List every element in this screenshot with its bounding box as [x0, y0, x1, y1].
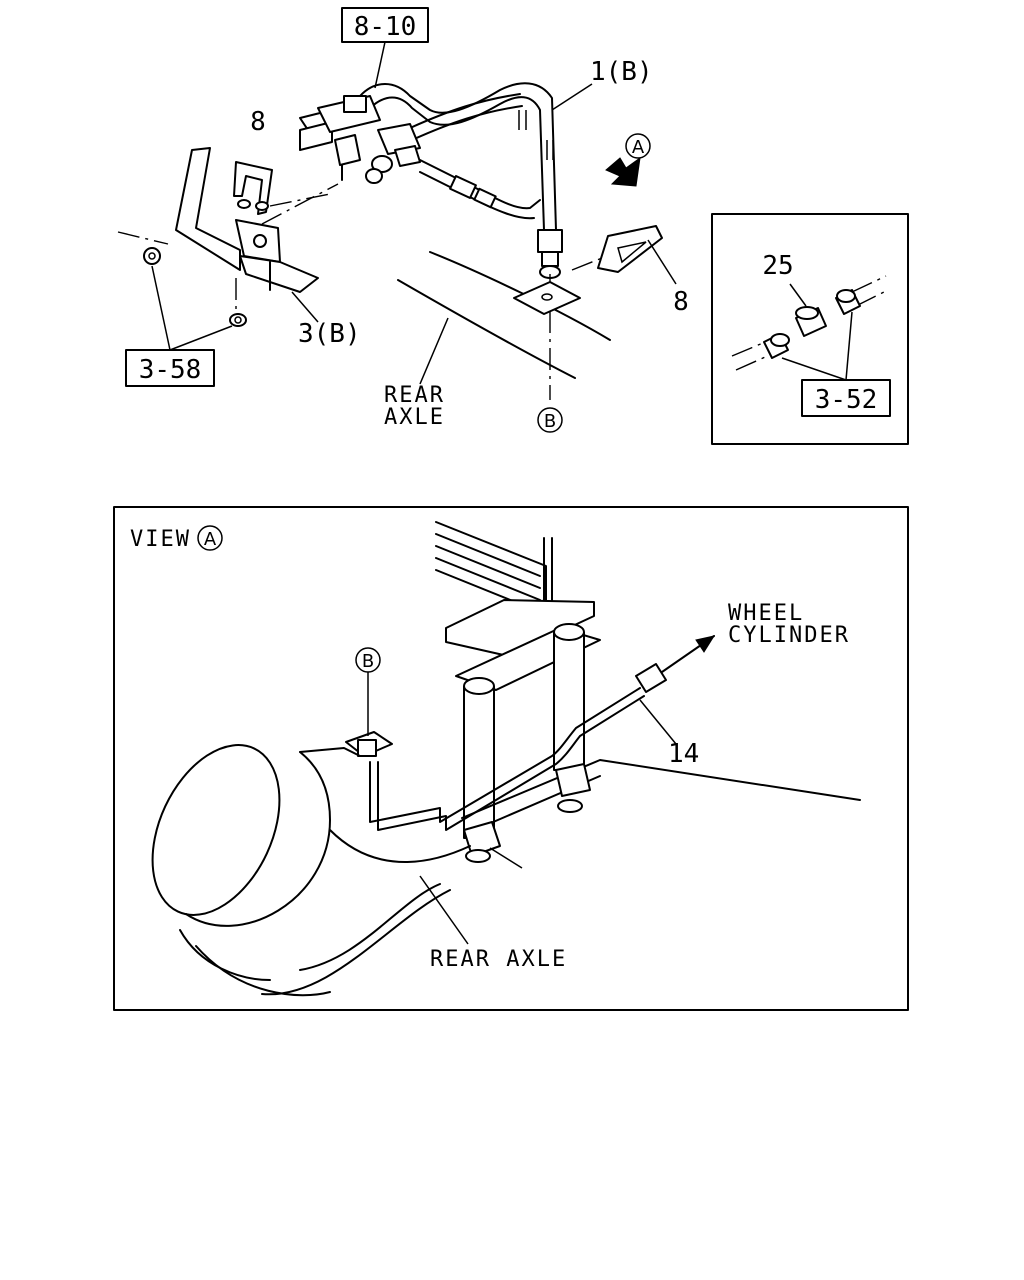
ref-box-3-52[interactable]: 3-52 — [801, 379, 891, 417]
clip-8-upper — [233, 161, 273, 215]
inset-flare-nut-left — [763, 333, 790, 359]
brake-pipe-14 — [369, 663, 667, 831]
detail-inset-frame — [711, 213, 909, 445]
u-bolt-nut-right — [555, 763, 591, 813]
leader-8-right — [647, 239, 677, 285]
lower-clamp-plate — [461, 759, 861, 833]
leader-3b — [291, 291, 319, 323]
bracket-3b — [175, 147, 319, 293]
u-bolt-nut-left — [463, 821, 501, 863]
centerline-nut-left — [117, 231, 169, 245]
inset-union-25 — [795, 306, 827, 337]
rear-axle-housing — [151, 744, 471, 997]
clip-8-right — [597, 225, 663, 273]
label-8-right[interactable]: 8 — [673, 287, 689, 317]
frame-rails — [435, 521, 553, 617]
centerline-bolt — [261, 183, 339, 225]
top-exploded-view: 8-10 1(B) — [117, 7, 689, 433]
label-14[interactable]: 14 — [668, 739, 699, 769]
detail-inset: 25 3-52 — [711, 213, 909, 445]
label-rear-axle-top-1: REAR — [384, 383, 445, 408]
nut-bottom — [229, 313, 247, 327]
marker-b-view-text: B — [362, 651, 374, 672]
rear-axle-outline-top — [397, 251, 611, 379]
view-a-title: VIEW — [130, 527, 191, 552]
label-cylinder: CYLINDER — [728, 623, 850, 648]
marker-b-top[interactable]: B — [537, 407, 563, 433]
leader-3-58-b — [169, 325, 233, 351]
leader-u-bolt-nut — [489, 847, 523, 869]
leader-25 — [789, 283, 807, 307]
view-a-title-marker-text: A — [204, 529, 217, 550]
label-3b[interactable]: 3(B) — [298, 319, 361, 349]
centerline-clip — [269, 193, 331, 207]
leader-rear-axle-view — [419, 875, 469, 945]
leader-rear-axle-top — [419, 317, 449, 385]
ref-3-58-label: 3-58 — [139, 355, 202, 385]
label-8-upper[interactable]: 8 — [250, 107, 266, 137]
leader-8-10 — [374, 41, 386, 89]
leader-3-52-a — [781, 357, 847, 381]
inset-flare-nut-right — [835, 289, 861, 315]
brake-pipe-assembly-1b — [359, 82, 563, 279]
u-bolt-right — [553, 623, 585, 771]
u-bolt-left — [463, 677, 495, 839]
ref-box-8-10[interactable]: 8-10 — [341, 7, 429, 43]
ref-3-52-label: 3-52 — [815, 385, 878, 415]
leader-3-52-b — [845, 311, 853, 381]
label-1b[interactable]: 1(B) — [590, 57, 653, 87]
hose-bracket-b — [345, 731, 393, 757]
wheel-cylinder-arrow-head — [695, 635, 716, 653]
inset-pipe-left-2 — [735, 353, 773, 371]
leader-14 — [639, 699, 677, 745]
ref-8-10-label: 8-10 — [354, 12, 417, 42]
ref-box-3-58[interactable]: 3-58 — [125, 349, 215, 387]
label-rear-axle-top-2: AXLE — [384, 405, 445, 430]
view-a-arrow[interactable]: A — [605, 133, 651, 187]
view-a-marker-text: A — [632, 137, 645, 158]
marker-b-top-text: B — [544, 411, 556, 432]
nut-left — [143, 247, 161, 265]
inset-pipe-right-2 — [855, 289, 889, 307]
view-a-title-marker: A — [197, 525, 223, 551]
label-rear-axle-view: REAR AXLE — [430, 947, 567, 972]
label-wheel: WHEEL — [728, 601, 804, 626]
inset-pipe-left — [731, 339, 771, 357]
leader-3-58-a — [151, 265, 171, 351]
marker-b-view[interactable]: B — [355, 647, 381, 673]
proportioning-valve — [299, 95, 421, 184]
label-25[interactable]: 25 — [762, 251, 793, 281]
view-a-frame — [113, 506, 909, 1011]
view-a-panel: VIEW A — [113, 506, 909, 1011]
centerline-clip-right — [571, 253, 613, 271]
inset-pipe-right — [851, 275, 887, 293]
leader-1b — [551, 83, 593, 111]
